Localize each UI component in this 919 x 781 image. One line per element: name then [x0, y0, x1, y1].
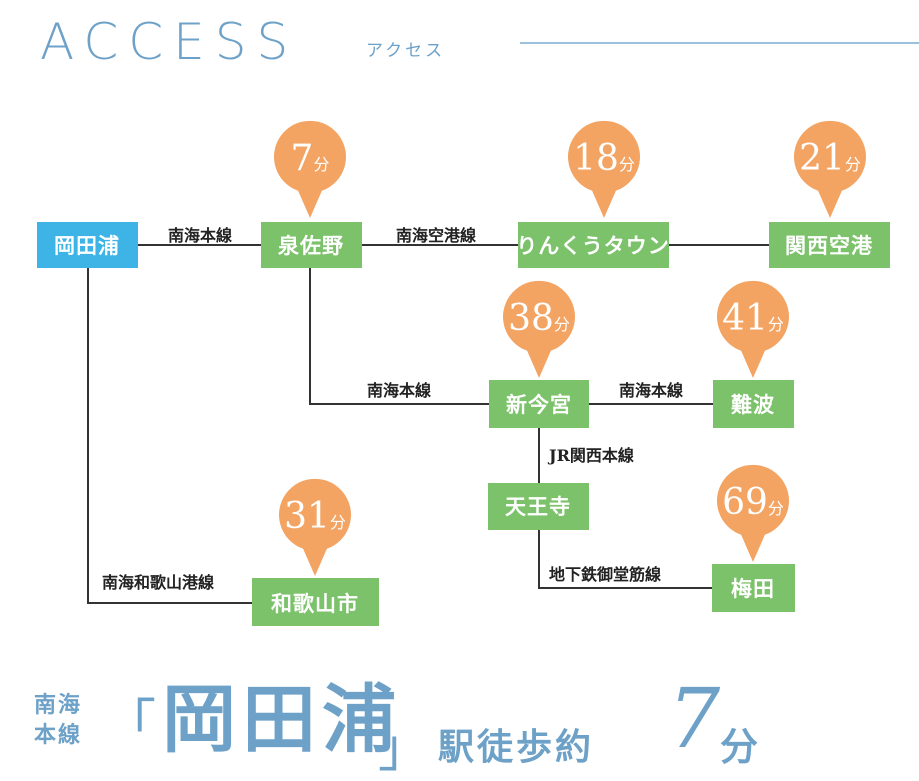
time-pin-rinku-town: 18分: [568, 120, 641, 218]
time-pin-kansai-airport: 21分: [794, 120, 867, 218]
time-value-umeda: 69: [722, 482, 768, 523]
station-label-tennoji: 天王寺: [505, 494, 571, 519]
line-label-subway-midosuji: 地下鉄御堂筋線: [549, 565, 661, 584]
footer-line-name: 南海 本線: [34, 690, 96, 750]
time-unit-rinku-town: 分: [619, 155, 635, 174]
station-okadaura: 岡田浦: [37, 222, 138, 268]
footer-line-name-top: 南海: [34, 692, 83, 718]
svg-text:38分: 38分: [508, 298, 570, 339]
line-tennoji-umeda: [538, 530, 712, 589]
station-tennoji: 天王寺: [488, 483, 589, 530]
page-subtitle: アクセス: [366, 41, 446, 61]
svg-text:31分: 31分: [284, 496, 346, 537]
route-lines: [87, 244, 769, 604]
time-pin-izumisano: 7分: [273, 120, 346, 218]
station-namba: 難波: [713, 380, 794, 428]
station-label-namba: 難波: [731, 392, 775, 417]
footer-access-summary: 南海 本線 「 岡田浦 」 駅徒歩約 7 分: [34, 672, 894, 779]
time-value-rinku-town: 18: [573, 138, 619, 179]
page-title: ACCESS: [40, 13, 299, 71]
svg-text:18分: 18分: [573, 138, 635, 179]
line-label-nankai-main: 南海本線: [168, 226, 232, 245]
svg-text:7分: 7分: [291, 138, 330, 179]
footer-station-name: 岡田浦: [162, 677, 402, 763]
station-label-wakayamashi: 和歌山市: [271, 591, 359, 616]
footer-walk-minutes: 7: [668, 672, 721, 767]
time-value-wakayamashi: 31: [284, 496, 330, 537]
pin-marker-icon: [273, 120, 346, 218]
station-shin-imamiya: 新今宮: [489, 380, 589, 428]
line-label-jr-kansai-main: JR関西本線: [547, 446, 634, 465]
time-unit-umeda: 分: [768, 499, 784, 518]
time-unit-wakayamashi: 分: [330, 513, 346, 532]
time-pin-shin-imamiya: 38分: [503, 280, 575, 378]
station-label-rinku-town: りんくうタウン: [516, 233, 670, 258]
line-izumisano-shinimamiya: [309, 268, 489, 405]
station-kansai-airport: 関西空港: [769, 222, 890, 268]
time-unit-kansai-airport: 分: [845, 155, 861, 174]
footer-walk-unit: 分: [720, 724, 759, 769]
pin-marker-icon: [279, 478, 351, 576]
time-unit-namba: 分: [768, 315, 784, 334]
line-label-nankai-airport: 南海空港線: [396, 226, 476, 245]
pin-marker-icon: [503, 280, 575, 378]
time-unit-shin-imamiya: 分: [554, 315, 570, 334]
station-label-umeda: 梅田: [731, 576, 775, 601]
pin-marker-icon: [568, 120, 641, 218]
station-umeda: 梅田: [712, 564, 795, 612]
svg-text:21分: 21分: [799, 138, 861, 179]
footer-open-bracket: 「: [104, 695, 157, 755]
footer-close-bracket: 」: [378, 719, 431, 779]
time-unit-izumisano: 分: [313, 155, 329, 174]
time-pin-umeda: 69分: [717, 464, 789, 562]
header-divider: [520, 42, 919, 44]
time-value-izumisano: 7: [291, 138, 314, 179]
station-label-kansai-airport: 関西空港: [785, 233, 873, 258]
station-wakayamashi: 和歌山市: [252, 578, 379, 626]
line-label-nankai-main-3: 南海本線: [619, 381, 683, 400]
line-label-nankai-main-2: 南海本線: [367, 381, 431, 400]
line-okadaura-wakayamashi: [87, 268, 252, 604]
svg-text:69分: 69分: [722, 482, 784, 523]
time-value-kansai-airport: 21: [799, 138, 845, 179]
route-map: 南海本線 南海空港線 南海本線 南海本線 JR関西本線 地下鉄御堂筋線 南海和歌…: [37, 120, 890, 626]
line-label-nankai-wakayamako: 南海和歌山港線: [102, 573, 214, 592]
station-label-okadaura: 岡田浦: [54, 233, 120, 258]
time-value-namba: 41: [722, 298, 768, 339]
time-pin-wakayamashi: 31分: [279, 478, 351, 576]
pin-marker-icon: [717, 464, 789, 562]
footer-walk-text: 駅徒歩約: [438, 726, 595, 768]
pin-marker-icon: [717, 280, 789, 378]
footer-line-name-bottom: 本線: [34, 722, 83, 748]
time-value-shin-imamiya: 38: [508, 298, 554, 339]
time-pin-namba: 41分: [717, 280, 789, 378]
station-izumisano: 泉佐野: [261, 222, 362, 268]
station-label-izumisano: 泉佐野: [278, 233, 344, 258]
svg-text:41分: 41分: [722, 298, 784, 339]
station-label-shin-imamiya: 新今宮: [506, 392, 572, 417]
pin-marker-icon: [794, 120, 867, 218]
station-rinku-town: りんくうタウン: [516, 222, 670, 268]
